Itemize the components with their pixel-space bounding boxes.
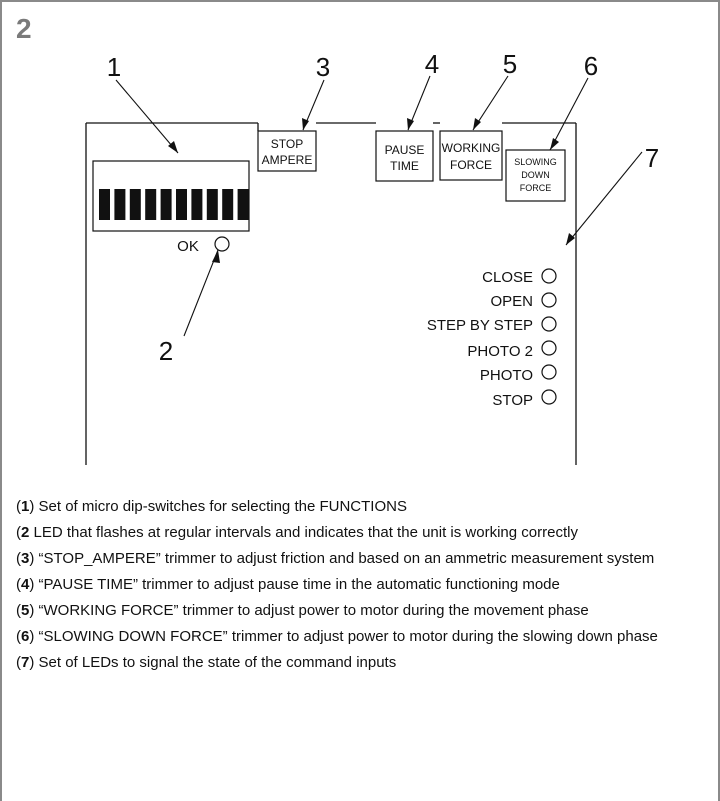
leader-line-1 [115,79,179,154]
control-board-diagram: 1 2 3 4 5 6 7 OK STOP AMPERE PAUSE TIME … [85,49,659,465]
caption-number: 2 [21,524,30,541]
arrowhead-2 [212,250,220,263]
callout-4: 4 [425,49,439,79]
led-stop [541,389,557,405]
slowing-down-force-box [505,149,566,202]
dip-switch [237,189,249,220]
caption-text: LED that flashes at regular intervals an… [33,524,578,541]
pause-time-box [375,130,434,182]
caption-text: “STOP_AMPERE” trimmer to adjust friction… [38,550,655,567]
stop-ampere-line-1: STOP [271,137,303,151]
caption-number: 1 [21,498,30,515]
dip-switch [145,189,157,220]
caption-item-7: (7) Set of LEDs to signal the state of t… [16,654,397,671]
led-step-by-step [541,316,557,332]
caption-text: Set of micro dip-switches for selecting … [38,498,407,515]
caption-number: 6 [21,628,30,645]
callout-1: 1 [107,52,121,82]
caption-text: “PAUSE TIME” trimmer to adjust pause tim… [38,576,560,593]
arrowhead-1 [168,141,178,153]
caption-text: “WORKING FORCE” trimmer to adjust power … [38,602,589,619]
led-label-photo-2: PHOTO 2 [467,343,533,360]
leader-line-7 [565,151,643,246]
arrowhead-7 [566,233,575,245]
dip-switch [99,189,110,220]
callout-5: 5 [503,49,517,79]
working-force-line-2: FORCE [450,158,492,172]
led-label-close: CLOSE [482,269,533,286]
arrowhead-5 [473,118,481,130]
caption-item-3: (3) “STOP_AMPERE” trimmer to adjust fric… [16,550,655,567]
ok-led [214,236,230,252]
dip-switch [191,189,203,220]
dip-switch [129,189,141,220]
dip-switch [206,189,218,220]
led-open [541,292,557,308]
leader-line-2 [183,249,219,337]
led-label-open: OPEN [490,293,533,310]
caption-item-1: (1) Set of micro dip-switches for select… [16,498,407,515]
dip-switch [114,189,126,220]
figure-number: 2 [16,13,32,44]
stop-ampere-line-2: AMPERE [262,153,313,167]
leader-line-6 [549,77,589,151]
dip-switch [160,189,172,220]
caption-list: (1) Set of micro dip-switches for select… [16,497,710,679]
slowing-down-force-line-3: FORCE [520,183,552,193]
stop-ampere-box [257,130,317,172]
arrowhead-4 [407,118,414,130]
led-photo [541,364,557,380]
pause-time-line-2: TIME [390,159,419,173]
callout-3: 3 [316,52,330,82]
slowing-down-force-line-2: DOWN [521,170,550,180]
caption-number: 7 [21,654,30,671]
ok-label: OK [177,238,199,255]
arrowhead-6 [550,138,559,150]
callout-7: 7 [645,143,659,173]
arrowhead-3 [302,118,309,130]
led-label-stop: STOP [492,392,533,409]
led-photo-2 [541,340,557,356]
caption-item-5: (5) “WORKING FORCE” trimmer to adjust po… [16,602,589,619]
led-close [541,268,557,284]
caption-text: “SLOWING DOWN FORCE” trimmer to adjust p… [38,628,658,645]
working-force-box [439,130,503,181]
caption-item-2: (2 LED that flashes at regular intervals… [16,524,578,541]
working-force-line-1: WORKING [442,141,501,155]
pause-time-line-1: PAUSE [385,143,425,157]
led-label-photo: PHOTO [480,367,533,384]
led-label-step-by-step: STEP BY STEP [427,317,533,334]
slowing-down-force-line-1: SLOWING [514,157,557,167]
caption-number: 3 [21,550,30,567]
caption-number: 4 [21,576,30,593]
callout-6: 6 [584,51,598,81]
dip-switch [176,189,187,220]
dip-switch-row [99,189,249,220]
caption-number: 5 [21,602,30,619]
caption-item-6: (6) “SLOWING DOWN FORCE” trimmer to adju… [16,628,658,645]
callout-2: 2 [159,336,173,366]
caption-text: Set of LEDs to signal the state of the c… [38,654,397,671]
caption-item-4: (4) “PAUSE TIME” trimmer to adjust pause… [16,576,560,593]
dip-switch [222,189,234,220]
